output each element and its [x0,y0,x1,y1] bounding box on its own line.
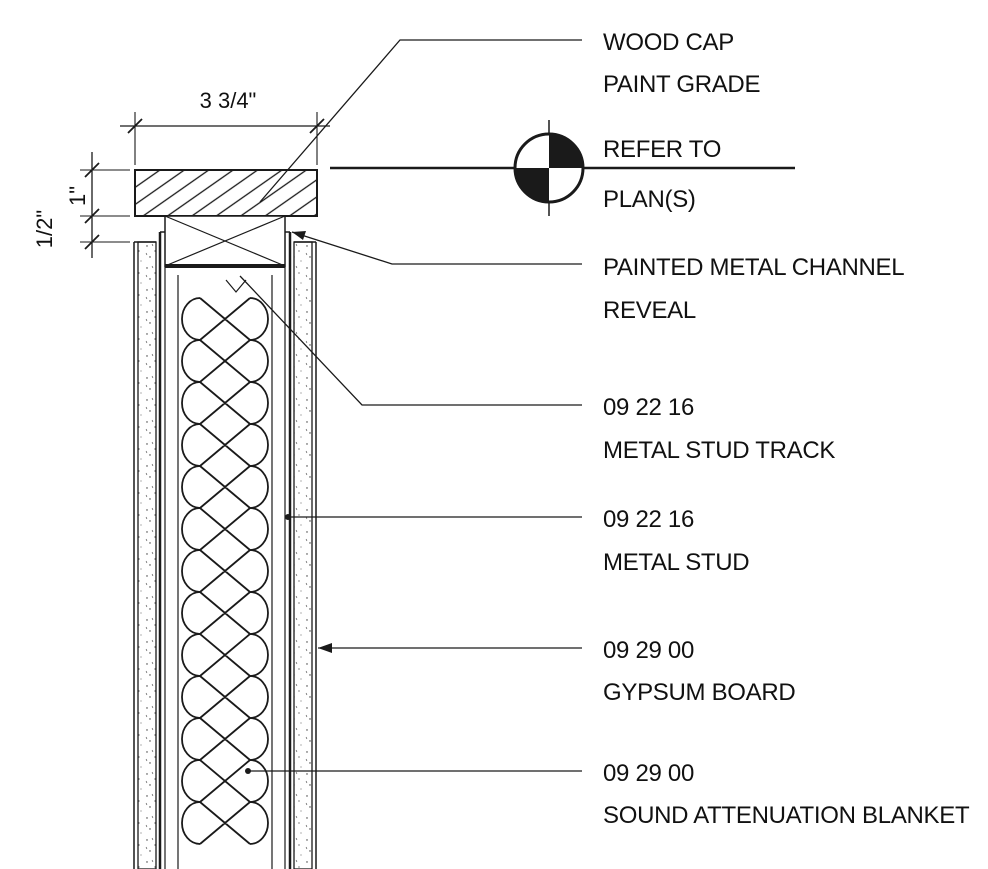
wood-cap [134,169,318,217]
sound-attenuation-blanket [181,297,269,845]
leader-lines [239,39,582,774]
callout-metal-channel-text2: REVEAL [603,297,696,324]
gypsum-board-right [293,241,317,869]
callout-wood-cap: WOOD CAP PAINT GRADE [603,29,760,98]
dimension-cap-height: 1" 1/2" [32,152,130,258]
callout-wood-cap-text2: PAINT GRADE [603,71,760,98]
callout-sound-blanket: 09 29 00 SOUND ATTENUATION BLANKET [603,760,970,829]
metal-stud [177,275,273,869]
dimension-cap-width: 3 3/4" [120,88,330,165]
callout-metal-stud-track: 09 22 16 METAL STUD TRACK [603,394,836,464]
insulation-loops [181,297,269,845]
callout-gypsum-board-code: 09 29 00 [603,637,694,664]
section-reference-marker: REFER TO PLAN(S) [330,120,795,216]
callout-metal-stud-track-code: 09 22 16 [603,394,694,421]
callout-wood-cap-text: WOOD CAP [603,29,734,56]
callout-metal-stud: 09 22 16 METAL STUD [603,506,750,576]
callout-metal-stud-track-text: METAL STUD TRACK [603,437,835,464]
metal-channel-reveal [164,215,286,268]
metal-stud-track [158,231,292,869]
cap-width-dimension-label: 3 3/4" [200,88,257,113]
section-marker-line1: REFER TO [603,136,721,163]
callout-metal-stud-text: METAL STUD [603,549,749,576]
callout-metal-channel-text: PAINTED METAL CHANNEL [603,254,904,281]
callout-metal-channel: PAINTED METAL CHANNEL REVEAL [603,254,905,324]
section-marker-line2: PLAN(S) [603,186,696,213]
callout-gypsum-board-text: GYPSUM BOARD [603,679,795,706]
callout-sound-blanket-text: SOUND ATTENUATION BLANKET [603,802,970,829]
callout-sound-blanket-code: 09 29 00 [603,760,694,787]
reveal-dimension-label: 1/2" [32,210,57,248]
gypsum-board-left [133,241,157,869]
cap-thickness-dimension-label: 1" [65,186,90,206]
callout-gypsum-board: 09 29 00 GYPSUM BOARD [603,637,796,706]
callout-metal-stud-code: 09 22 16 [603,506,694,533]
